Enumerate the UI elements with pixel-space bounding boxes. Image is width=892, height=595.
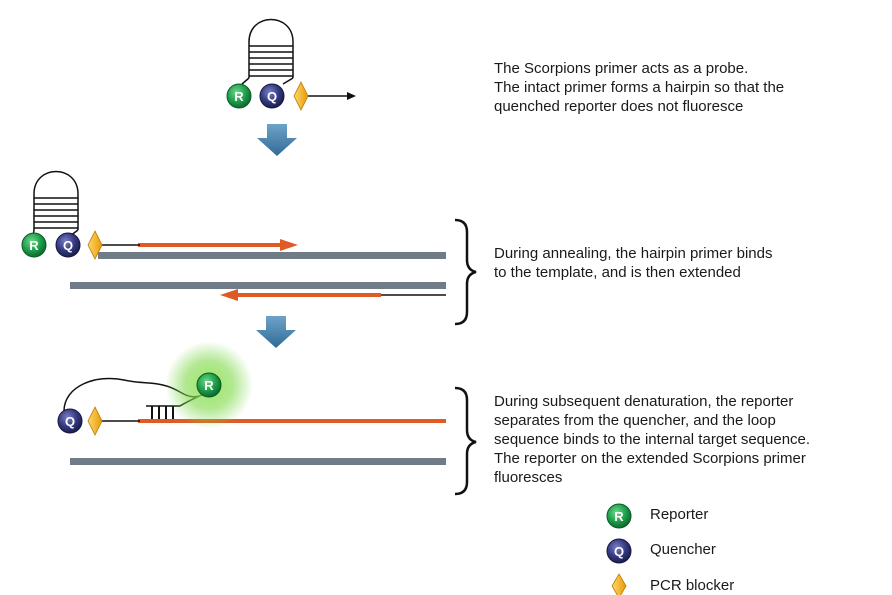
quencher-marker	[55, 232, 81, 258]
step1-description-line: The Scorpions primer acts as a probe.	[494, 60, 749, 77]
legend-reporter-letter: R	[614, 509, 624, 524]
primer-arrowhead-icon	[347, 92, 356, 100]
legend-pcr-blocker-icon	[611, 573, 627, 595]
pcr-blocker-icon	[87, 230, 103, 260]
step1-hairpin-primer: R Q	[226, 18, 356, 111]
step3-description-line: fluoresces	[494, 469, 563, 486]
pcr-blocker-icon	[293, 81, 309, 111]
reporter-marker-letter: R	[234, 89, 244, 104]
hairpin-loop-icon	[241, 18, 294, 85]
legend-blocker-label: PCR blocker	[650, 577, 735, 594]
pcr-blocker-icon	[87, 406, 103, 436]
reporter-marker-letter: R	[204, 378, 214, 393]
quencher-marker-letter: Q	[65, 414, 75, 429]
hairpin-loop-icon	[32, 170, 79, 237]
step1-description-line: The intact primer forms a hairpin so tha…	[494, 79, 785, 96]
step3-description-line: separates from the quencher, and the loo…	[494, 412, 776, 429]
template-strand-top	[98, 252, 446, 259]
quencher-marker-letter: Q	[63, 238, 73, 253]
step2-annealing: R Q	[21, 170, 446, 301]
reverse-arrowhead-icon	[220, 289, 238, 301]
curly-brace-icon	[454, 386, 477, 496]
quencher-marker	[57, 408, 83, 434]
reporter-marker	[226, 83, 252, 109]
legend-reporter-marker	[606, 503, 632, 529]
reporter-marker-letter: R	[29, 238, 39, 253]
step3-description-line: The reporter on the extended Scorpions p…	[494, 450, 806, 467]
legend-quencher-marker	[606, 538, 632, 564]
reporter-marker	[196, 372, 222, 398]
legend-quencher-letter: Q	[614, 544, 624, 559]
step1-description-line: quenched reporter does not fluoresce	[494, 98, 744, 115]
step3-denaturation: R Q	[57, 341, 446, 465]
step3-description-line: During subsequent denaturation, the repo…	[494, 393, 794, 410]
step2-description-line: During annealing, the hairpin primer bin…	[494, 245, 773, 262]
quencher-marker-letter: Q	[267, 89, 277, 104]
step2-description: During annealing, the hairpin primer bin…	[494, 244, 773, 282]
down-arrow-icon	[256, 316, 296, 348]
down-arrow-icon	[257, 124, 297, 156]
legend: R Q	[606, 503, 632, 595]
template-strand	[70, 458, 446, 465]
reporter-marker	[21, 232, 47, 258]
quencher-marker	[259, 83, 285, 109]
step2-description-line: to the template, and is then extended	[494, 264, 741, 281]
forward-arrowhead-icon	[280, 239, 298, 251]
step3-description-line: sequence binds to the internal target se…	[494, 431, 811, 448]
legend-quencher-label: Quencher	[650, 541, 716, 558]
template-strand-bottom	[70, 282, 446, 289]
step1-description: The Scorpions primer acts as a probe. Th…	[494, 59, 784, 116]
curly-brace-icon	[454, 218, 477, 326]
legend-reporter-label: Reporter	[650, 506, 709, 523]
step3-description: During subsequent denaturation, the repo…	[494, 392, 810, 487]
